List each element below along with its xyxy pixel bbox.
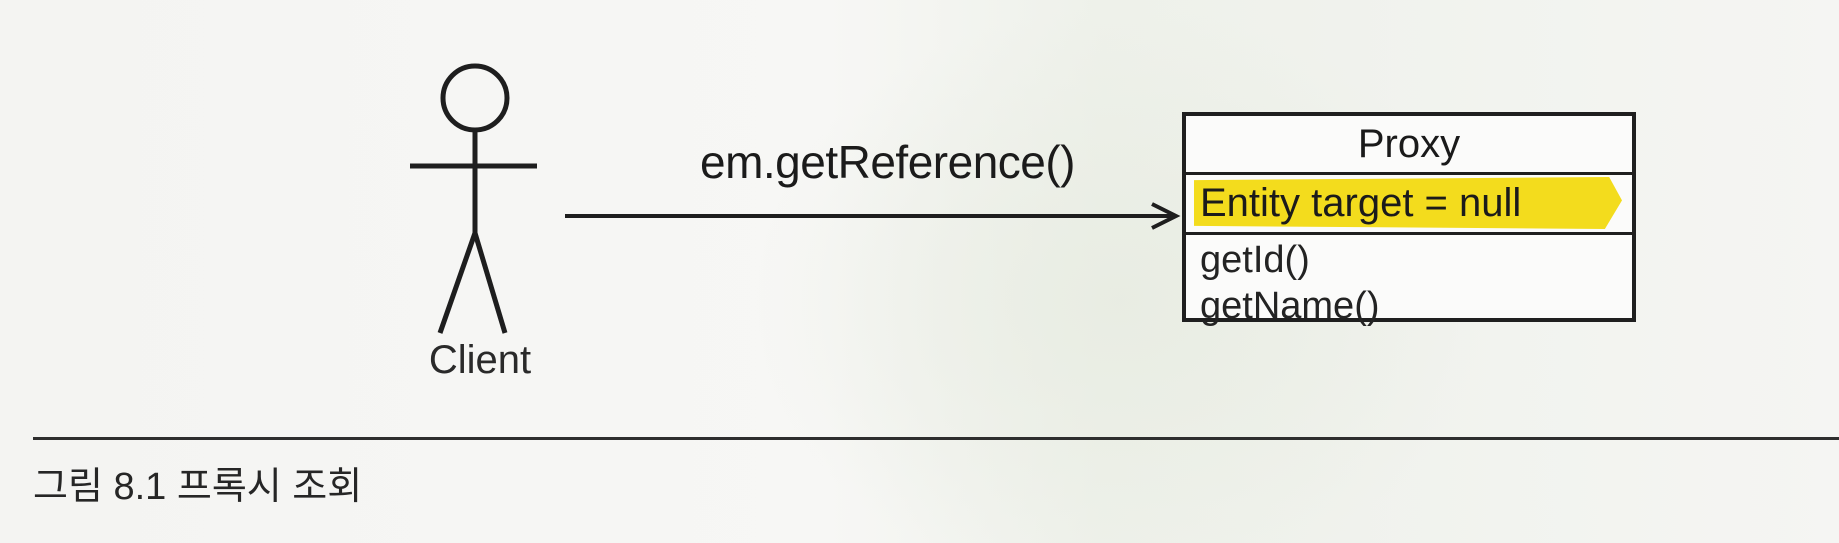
proxy-class-box: Proxy Entity target = null getId() getNa…	[1182, 112, 1636, 327]
actor-left-leg	[437, 232, 478, 334]
caption-divider	[33, 437, 1839, 440]
proxy-method-getname: getName()	[1200, 285, 1380, 327]
message-label: em.getReference()	[700, 136, 1076, 188]
proxy-attribute: Entity target = null	[1200, 181, 1522, 225]
proxy-class-name: Proxy	[1186, 116, 1632, 175]
actor-head	[440, 63, 510, 133]
actor-right-leg	[472, 232, 508, 334]
arrow-head	[1151, 202, 1181, 230]
proxy-method-getid: getId()	[1200, 239, 1310, 281]
proxy-attribute-compartment: Entity target = null	[1186, 175, 1632, 235]
message-arrow	[565, 202, 1181, 230]
client-actor-figure	[410, 63, 537, 334]
actor-label: Client	[428, 338, 532, 382]
highlighter-mark	[1194, 177, 1622, 229]
figure-caption: 그림 8.1 프록시 조회	[33, 466, 363, 508]
proxy-methods-compartment: getId() getName()	[1186, 235, 1632, 331]
